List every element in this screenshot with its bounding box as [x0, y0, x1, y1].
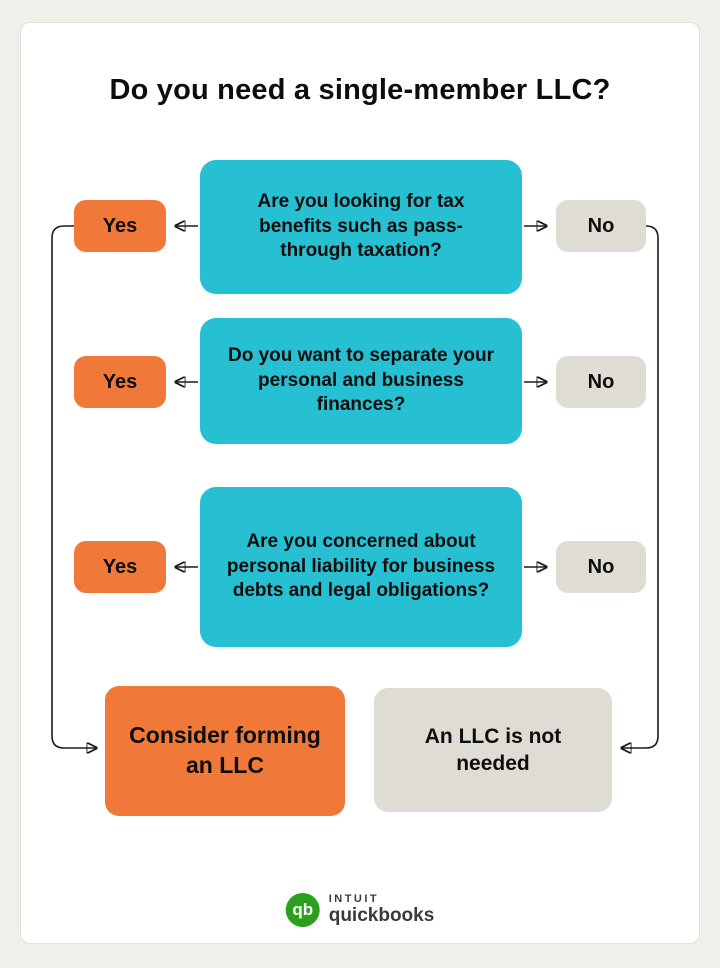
- outcome-consider-llc: Consider forming an LLC: [105, 686, 345, 816]
- brand-lockup: qb INTUIT quickbooks: [285, 893, 435, 927]
- quickbooks-logo-icon: qb: [285, 893, 320, 927]
- yes-box-3: Yes: [74, 541, 166, 593]
- question-box-2: Do you want to separate your personal an…: [200, 318, 522, 444]
- brand-words: INTUIT quickbooks: [328, 893, 435, 926]
- no-box-1: No: [556, 200, 646, 252]
- no-box-2: No: [556, 356, 646, 408]
- no-box-3: No: [556, 541, 646, 593]
- question-box-3: Are you concerned about personal liabili…: [200, 487, 522, 647]
- quickbooks-wordmark: quickbooks: [328, 904, 435, 926]
- intuit-wordmark: INTUIT: [328, 893, 380, 906]
- question-box-1: Are you looking for tax benefits such as…: [200, 160, 522, 294]
- yes-box-1: Yes: [74, 200, 166, 252]
- page-title: Do you need a single-member LLC?: [109, 74, 611, 106]
- outcome-no-llc: An LLC is not needed: [374, 688, 612, 812]
- yes-box-2: Yes: [74, 356, 166, 408]
